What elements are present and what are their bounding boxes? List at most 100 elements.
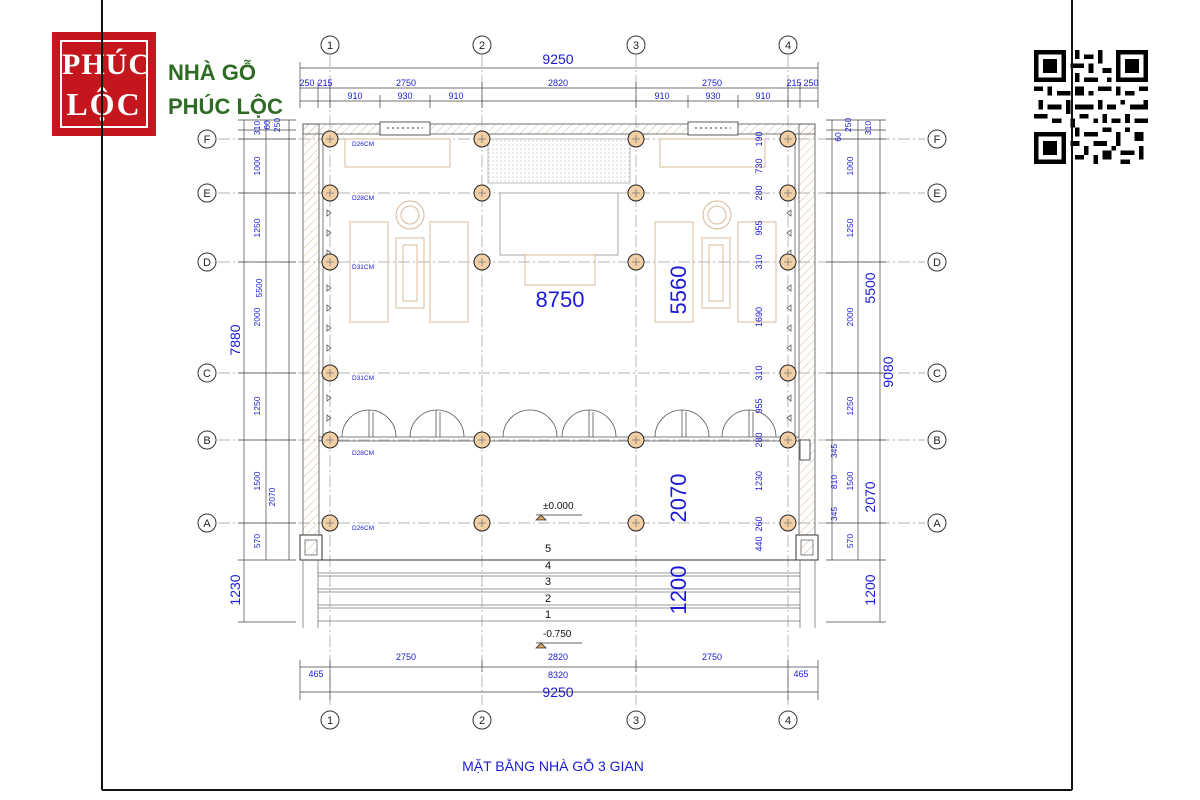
sheet-border: [101, 0, 1073, 791]
step-number: 2: [545, 593, 551, 605]
dim-center-front: 2070: [666, 474, 691, 523]
dim-label: 910: [755, 91, 770, 101]
grid-row-label: E: [933, 188, 940, 200]
level-markers: [535, 514, 582, 649]
dim-label: 310: [754, 365, 764, 380]
dim-left-total: 7880: [227, 324, 243, 355]
dim-label: 250: [843, 118, 853, 132]
grid-col-label: 1: [327, 715, 333, 727]
dim-label: 1690: [754, 307, 764, 327]
column-center-mark: [632, 436, 640, 444]
dim-label: 215: [317, 78, 332, 88]
dim-label: 345: [829, 444, 839, 458]
dim-label: 570: [845, 534, 855, 548]
grid-col-label: 1: [327, 40, 333, 52]
dim-label: 2820: [548, 652, 568, 662]
grid-col-label: 3: [633, 715, 639, 727]
dim-label: 2000: [252, 307, 262, 326]
column-center-mark: [326, 189, 334, 197]
dim-bottom-total: 9250: [542, 684, 573, 700]
dim-center-depth: 5560: [666, 266, 691, 315]
dim-label: 440: [754, 536, 764, 551]
dim-label: 1250: [252, 218, 262, 237]
column-center-mark: [326, 135, 334, 143]
grid-row-label: A: [933, 518, 941, 530]
column-center-mark: [632, 258, 640, 266]
dim-label: 465: [793, 669, 808, 679]
grid-row-label: E: [203, 188, 210, 200]
dim-label: 190: [754, 131, 764, 146]
step-number: 3: [545, 576, 551, 588]
dim-label: 1250: [845, 396, 855, 415]
grid-row-label: B: [203, 435, 210, 447]
dim-label: 2000: [845, 307, 855, 326]
stair-treads: [302, 560, 816, 628]
grid-col-label: 4: [785, 715, 791, 727]
column-center-mark: [632, 189, 640, 197]
dim-label: 1500: [252, 471, 262, 490]
step-number: 1: [545, 609, 551, 621]
dim-label: 930: [397, 91, 412, 101]
column-size-label: D31CM: [352, 264, 374, 271]
grid-col-label: 2: [479, 40, 485, 52]
column-center-mark: [784, 369, 792, 377]
column-size-label: D26CM: [352, 525, 374, 532]
column-size-label: D28CM: [352, 450, 374, 457]
column-center-mark: [478, 258, 486, 266]
dim-label: 910: [347, 91, 362, 101]
dim-label: 280: [754, 432, 764, 447]
dimension-labels: 9250 9250 250 215 2750 2820 2750 215 250…: [227, 51, 896, 774]
column-center-mark: [784, 519, 792, 527]
level-and-step-labels: ±0.000 -0.750 5 4 3 2 1: [543, 501, 574, 640]
dim-label: 260: [754, 516, 764, 531]
level-ground-label: -0.750: [543, 629, 572, 640]
dim-label: 5500: [254, 278, 264, 297]
dim-label: 730: [754, 158, 764, 173]
dim-label: 2820: [548, 78, 568, 88]
grid-row-label: C: [933, 368, 941, 380]
column-center-mark: [478, 135, 486, 143]
dim-label: 810: [829, 475, 839, 489]
dim-label: 8320: [548, 670, 568, 680]
dim-label: 250: [272, 118, 282, 132]
column-size-label: D26CM: [352, 141, 374, 148]
dim-right-low: 2070: [862, 481, 878, 512]
dim-right-stair: 1200: [862, 574, 878, 605]
column-center-mark: [632, 135, 640, 143]
grid-col-label: 3: [633, 40, 639, 52]
column-center-mark: [326, 369, 334, 377]
dim-label: 345: [829, 507, 839, 521]
building-walls: [299, 121, 819, 561]
dim-label: 2750: [702, 78, 722, 88]
dim-label: 250: [803, 78, 818, 88]
dim-label: 280: [754, 185, 764, 200]
dim-label: 310: [252, 121, 262, 135]
dim-label: 955: [754, 220, 764, 235]
grid-row-label: C: [203, 368, 211, 380]
dim-top-total: 9250: [542, 51, 573, 67]
column-center-mark: [784, 135, 792, 143]
grid-row-label: D: [933, 257, 941, 269]
dim-center-width: 8750: [536, 287, 585, 312]
column-center-mark: [478, 519, 486, 527]
column-center-mark: [326, 519, 334, 527]
timber-columns: [321, 130, 797, 532]
grid-row-label: F: [204, 134, 211, 146]
dim-label: 1250: [845, 218, 855, 237]
column-center-mark: [784, 258, 792, 266]
grid-col-label: 2: [479, 715, 485, 727]
door-swings: [319, 409, 799, 442]
grid-col-label: 4: [785, 40, 791, 52]
step-number: 4: [545, 560, 551, 572]
dim-label: 2750: [396, 78, 416, 88]
dim-label: 910: [654, 91, 669, 101]
dim-label: 1230: [754, 471, 764, 491]
dim-center-stair: 1200: [666, 566, 691, 615]
brand-name-line2: PHÚC LỘC: [168, 94, 283, 119]
dim-label: 910: [448, 91, 463, 101]
dim-label: 1000: [252, 156, 262, 175]
step-number: 5: [545, 543, 551, 555]
column-center-mark: [784, 189, 792, 197]
column-center-mark: [478, 189, 486, 197]
